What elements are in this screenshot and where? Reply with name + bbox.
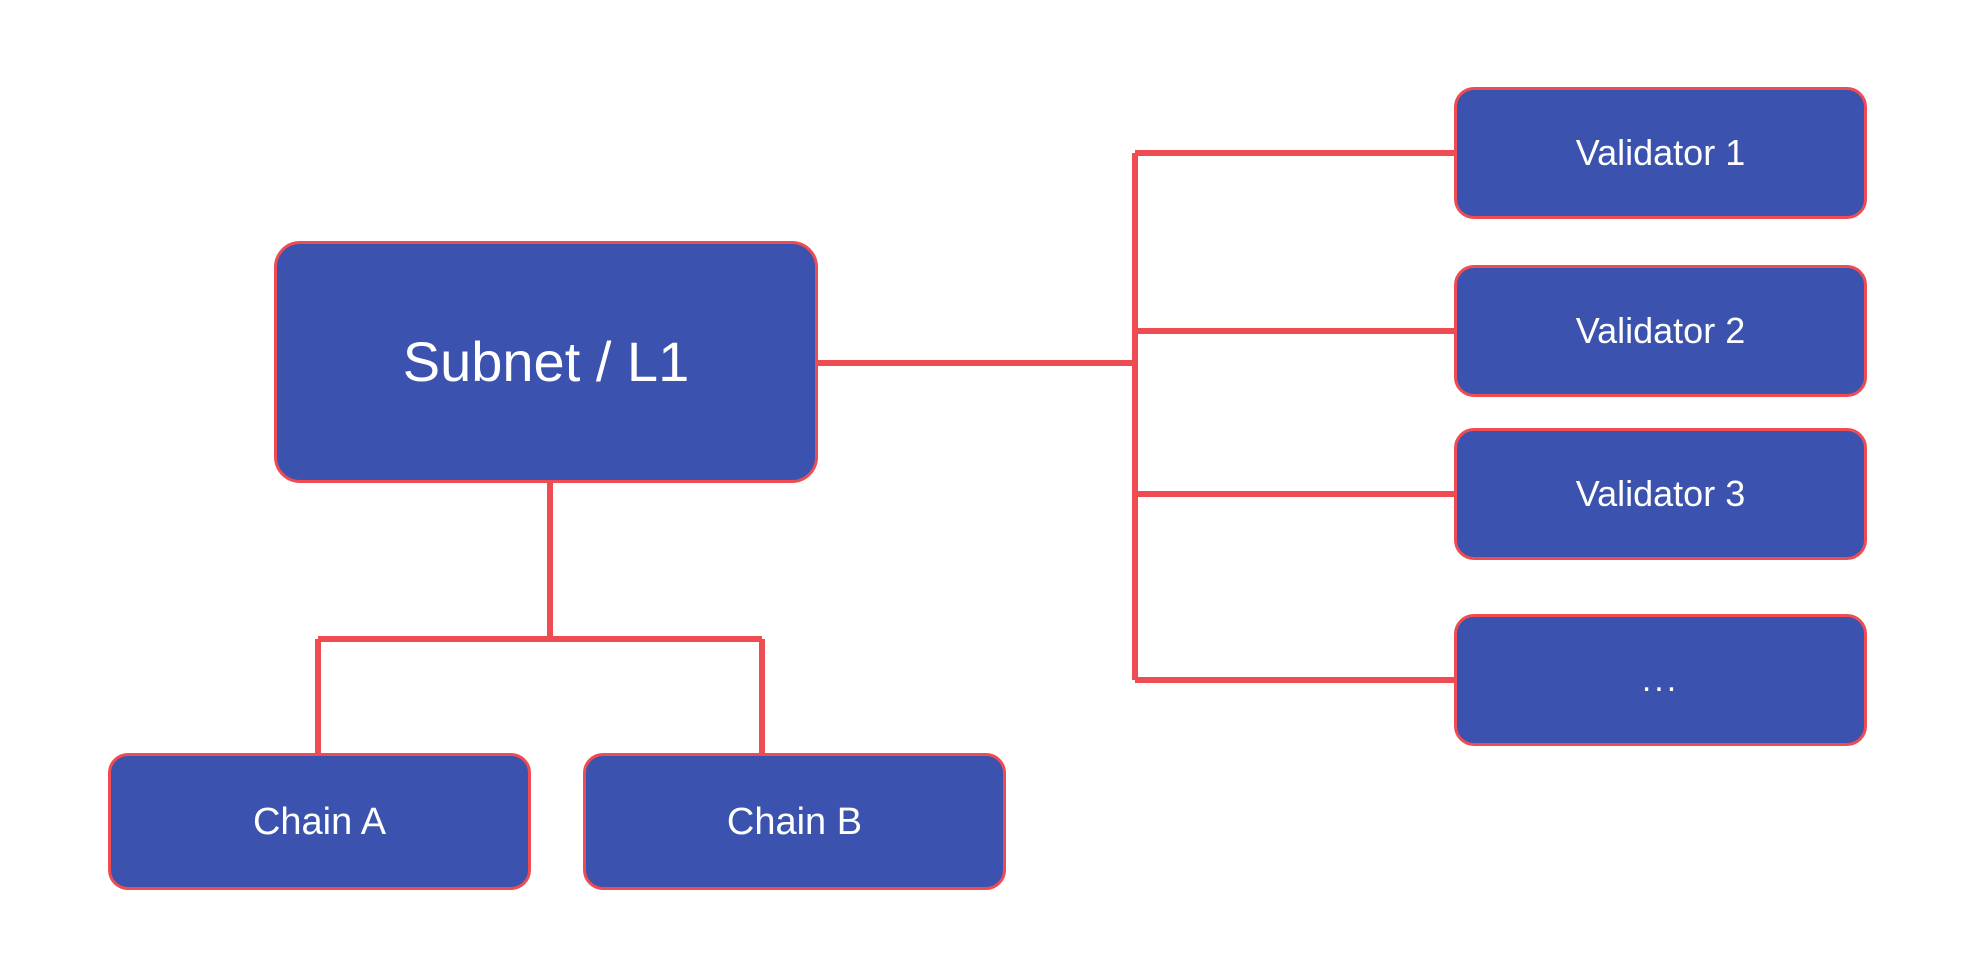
node-chain-b[interactable]: Chain B [583,753,1006,890]
node-validator-3-label: Validator 3 [1575,473,1746,514]
node-validator-1[interactable]: Validator 1 [1454,87,1867,219]
node-chain-a-label: Chain A [252,800,387,843]
node-chain-b-label: Chain B [726,800,863,843]
node-chain-a[interactable]: Chain A [108,753,531,890]
node-validator-more[interactable]: ... [1454,614,1867,746]
node-validator-3[interactable]: Validator 3 [1454,428,1867,560]
node-subnet-l1[interactable]: Subnet / L1 [274,241,818,483]
node-subnet-l1-label: Subnet / L1 [402,330,690,393]
node-validator-2[interactable]: Validator 2 [1454,265,1867,397]
node-validator-2-label: Validator 2 [1575,310,1746,351]
node-validator-more-label: ... [1641,661,1680,699]
node-validator-1-label: Validator 1 [1575,132,1746,173]
